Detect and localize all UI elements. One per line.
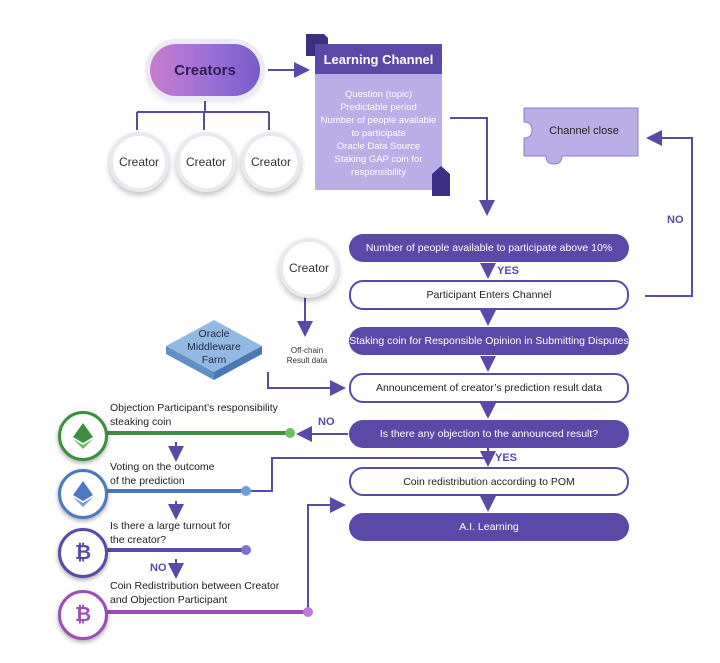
left-step-3-text: Is there a large turnout for the creator… bbox=[110, 519, 231, 547]
lc-line: Number of people available bbox=[320, 115, 437, 126]
creator-label: Creator bbox=[250, 155, 291, 169]
eth-glyph bbox=[73, 423, 93, 449]
creator-label: Creator bbox=[118, 155, 159, 169]
oracle-line: Farm bbox=[201, 354, 227, 366]
left-step-line: Voting on the outcome bbox=[110, 461, 215, 473]
yes-label-1: YES bbox=[497, 265, 520, 277]
learning-channel-title: Learning Channel bbox=[315, 44, 442, 74]
left-step-4-text: Coin Redistribution between Creator and … bbox=[110, 579, 279, 607]
lc-line: Predictable period bbox=[340, 102, 417, 113]
left-step-1-text: Objection Participant’s responsibility s… bbox=[110, 401, 278, 429]
step-ai-learning: A.I. Learning bbox=[349, 513, 629, 541]
creator-label: Creator bbox=[185, 155, 226, 169]
left-step-line: of the prediction bbox=[110, 475, 185, 487]
offchain-line: Off-chain bbox=[290, 346, 324, 355]
left-step-line: and Objection Participant bbox=[110, 594, 228, 606]
lc-line: to participate bbox=[351, 128, 406, 139]
left-step-2-text: Voting on the outcome of the prediction bbox=[110, 460, 215, 488]
creator-label: Creator bbox=[288, 261, 329, 275]
no-label-objection: NO bbox=[318, 416, 335, 428]
eth-glyph bbox=[73, 481, 93, 507]
creator-node-2: Creator bbox=[176, 132, 236, 192]
step-objection-question: Is there any objection to the announced … bbox=[349, 420, 629, 448]
side-creator-node: Creator bbox=[279, 238, 339, 298]
ethereum-icon bbox=[58, 411, 108, 461]
no-label-right: NO bbox=[667, 214, 684, 226]
oracle-line: Middleware bbox=[187, 341, 241, 353]
lc-line: Staking GAP coin for bbox=[334, 154, 423, 165]
bitcoin-icon: ₿ bbox=[58, 528, 108, 578]
left-step-line: the creator? bbox=[110, 534, 167, 546]
creators-title: Creators bbox=[174, 61, 236, 79]
bitcoin-icon: ₿ bbox=[58, 590, 108, 640]
creator-node-1: Creator bbox=[109, 132, 169, 192]
puzzle-piece-icon bbox=[523, 107, 639, 165]
bitcoin-glyph: ₿ bbox=[74, 603, 92, 626]
creator-node-3: Creator bbox=[241, 132, 301, 192]
lc-line: Question (topic) bbox=[344, 89, 413, 100]
step-participants-above-10: Number of people available to participat… bbox=[349, 234, 629, 262]
lc-line: responsibility bbox=[351, 167, 406, 178]
left-step-line: Objection Participant’s responsibility bbox=[110, 402, 278, 414]
no-label-turnout: NO bbox=[150, 562, 167, 574]
creators-node: Creators bbox=[150, 44, 260, 96]
offchain-label: Off-chain Result data bbox=[280, 346, 334, 366]
channel-close-label: Channel close bbox=[549, 125, 619, 137]
step-participant-enters: Participant Enters Channel bbox=[349, 280, 629, 310]
bitcoin-glyph: ₿ bbox=[74, 541, 92, 564]
left-step-line: Coin Redistribution between Creator bbox=[110, 580, 280, 592]
step-announcement: Announcement of creator’s prediction res… bbox=[349, 373, 629, 403]
oracle-label: Oracle Middleware Farm bbox=[182, 328, 246, 367]
oracle-line: Oracle bbox=[198, 328, 230, 340]
step-staking-coin: Staking coin for Responsible Opinion in … bbox=[349, 327, 629, 355]
document-tab-icon bbox=[432, 166, 450, 196]
left-step-line: Is there a large turnout for bbox=[110, 520, 231, 532]
learning-channel-details: Question (topic) Predictable period Numb… bbox=[317, 88, 440, 179]
yes-label-2: YES bbox=[495, 452, 518, 464]
step-coin-redistribution: Coin redistribution according to POM bbox=[349, 467, 629, 496]
left-step-line: steaking coin bbox=[110, 416, 172, 428]
offchain-line: Result data bbox=[286, 356, 328, 365]
lc-line: Oracle Data Source bbox=[336, 141, 421, 152]
oracle-iso-icon bbox=[166, 320, 262, 380]
ethereum-icon bbox=[58, 469, 108, 519]
